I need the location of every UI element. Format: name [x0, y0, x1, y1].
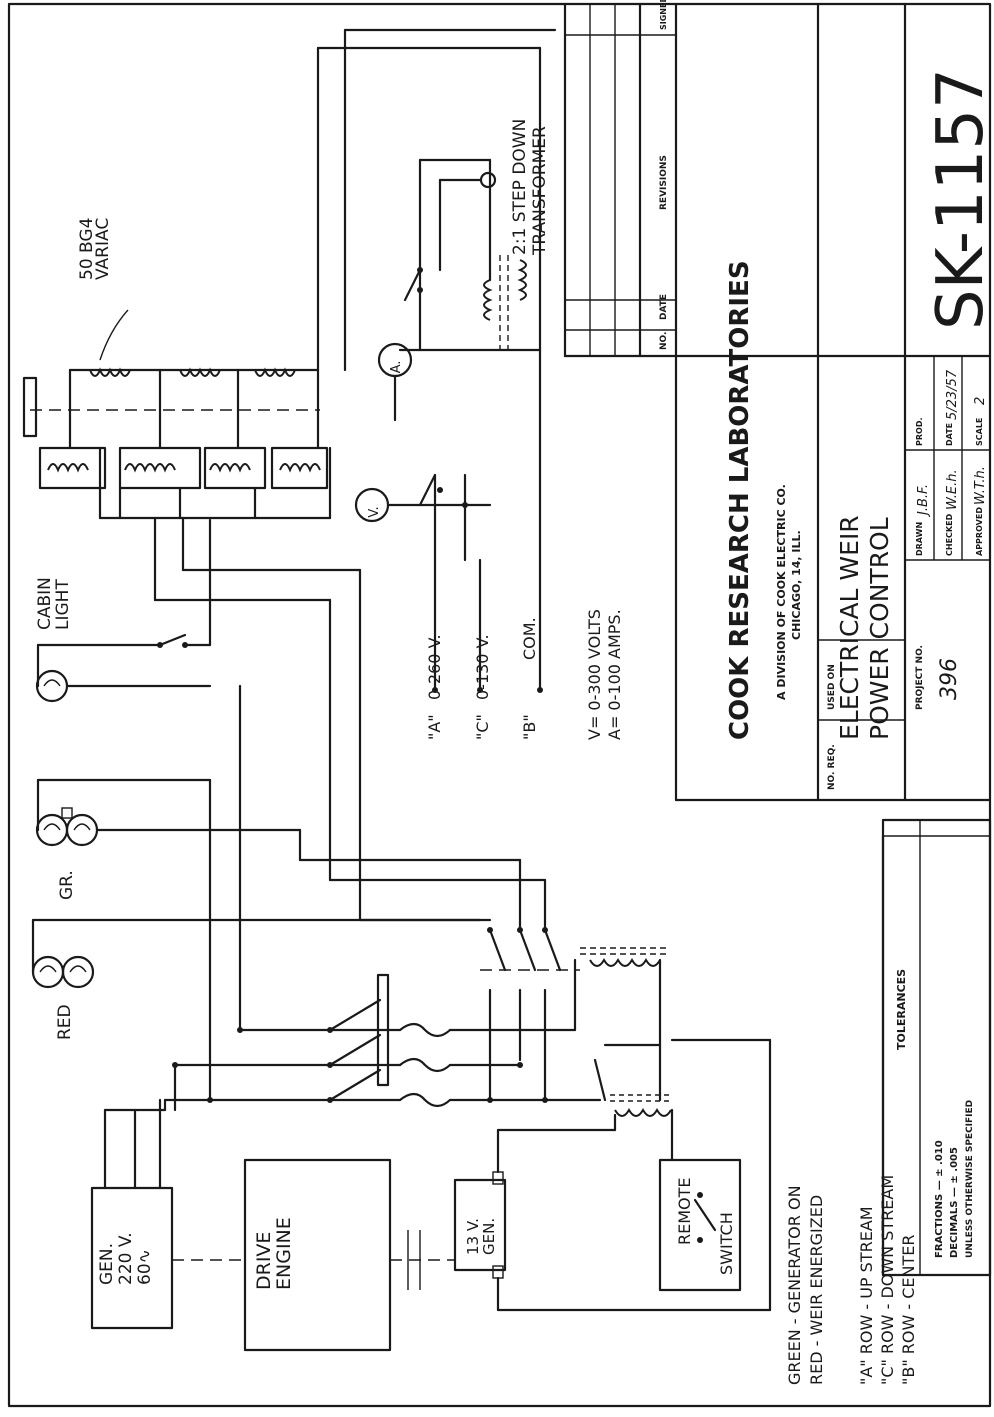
approved-label: APPROVED	[975, 507, 984, 556]
tap-c-key: "C"	[473, 714, 492, 740]
remote-switch-label-2: SWITCH	[717, 1212, 736, 1275]
green-lamp-label: GR.	[57, 870, 77, 900]
rev-col-revisions: REVISIONS	[659, 155, 669, 210]
prod-label: PROD.	[915, 417, 924, 446]
tap-c-value: 0-130 V.	[473, 634, 492, 700]
title-block	[563, 2, 992, 1277]
gen-label-1: GEN.	[97, 1243, 117, 1285]
note-row-b: "B" ROW - CENTER	[899, 1234, 918, 1385]
drawing-number: SK-1157	[924, 68, 994, 330]
checked-label: CHECKED	[945, 513, 954, 556]
schematic-wiring	[22, 28, 772, 1352]
variac-coil-3	[209, 463, 251, 473]
drive-engine-label-2: ENGINE	[273, 1217, 295, 1290]
red-lamp-label: RED	[55, 1004, 75, 1040]
meter-range-amps: A= 0-100 AMPS.	[605, 609, 624, 740]
ammeter-label: A.	[389, 361, 404, 374]
drawn-label: DRAWN	[915, 522, 924, 556]
rev-col-no: NO.	[659, 332, 669, 350]
tap-a-key: "A"	[425, 714, 444, 740]
date-value: 5/23/57	[945, 369, 960, 420]
no-req-label: NO. REQ.	[827, 744, 837, 790]
project-no-value: 396	[937, 658, 962, 700]
project-no-label: PROJECT NO.	[915, 645, 925, 710]
scale-value: 2	[973, 397, 988, 405]
note-row-a: "A" ROW - UP STREAM	[857, 1206, 876, 1385]
tolerances-decimals: DECIMALS — ± .005	[949, 1147, 960, 1258]
scale-label: SCALE	[975, 418, 984, 446]
gen13-label-1: 13 V.	[464, 1218, 482, 1255]
drawn-value: J.B.F.	[916, 484, 931, 518]
rev-col-date: DATE	[659, 294, 669, 320]
company-name-group: COOK RESEARCH LABORATORIES	[725, 260, 755, 740]
cabin-light-label-1: CABIN	[35, 577, 55, 630]
approved-value: W.T.h.	[973, 466, 988, 505]
drawing-border	[7, 2, 992, 1408]
date-label: DATE	[945, 423, 954, 446]
tap-a-value: 0-260 V.	[425, 634, 444, 700]
variac-label-1: 50 BG4	[77, 218, 97, 280]
variac-coil-4	[279, 463, 321, 473]
variac-coil-1	[47, 463, 89, 473]
note-red: RED - WEIR ENERGIZED	[807, 1195, 826, 1385]
gen-label-3: 60∿	[135, 1249, 155, 1285]
tap-b-key: "B"	[520, 714, 539, 740]
drawing-title-line2: POWER CONTROL	[865, 517, 894, 740]
drawing-title-line1: ELECTRICAL WEIR	[835, 515, 864, 740]
tolerances-unless: UNLESS OTHERWISE SPECIFIED	[965, 1100, 975, 1258]
note-green: GREEN - GENERATOR ON	[785, 1185, 804, 1385]
gen13-label-2: GEN.	[480, 1218, 498, 1255]
transformer-label-1: 2:1 STEP DOWN	[510, 119, 530, 255]
transformer-label-2: TRANSFORMER	[530, 126, 550, 256]
cabin-light-label-2: LIGHT	[53, 579, 73, 630]
tolerances-fractions: FRACTIONS — ± .010	[934, 1140, 945, 1258]
remote-switch-label-1: REMOTE	[675, 1177, 694, 1245]
note-row-c: "C" ROW - DOWN STREAM	[878, 1175, 897, 1385]
rev-col-signed: SIGNED	[659, 0, 668, 30]
variac-label-2: VARIAC	[93, 218, 113, 280]
city-text: CHICAGO, 14, ILL.	[790, 530, 803, 640]
used-on-label: USED ON	[827, 664, 837, 710]
tap-b-value: COM.	[520, 617, 539, 660]
tolerances-header: TOLERANCES	[895, 969, 908, 1050]
division-text: A DIVISION OF COOK ELECTRIC CO.	[775, 484, 788, 700]
meter-range-volts: V= 0-300 VOLTS	[585, 609, 604, 740]
checked-value: W.E.h.	[945, 469, 960, 510]
voltmeter-label: V.	[367, 506, 382, 517]
drive-engine-label-1: DRIVE	[253, 1232, 275, 1290]
gen-label-2: 220 V.	[116, 1232, 136, 1285]
variac-coil-2	[124, 463, 176, 473]
company-name: COOK RESEARCH LABORATORIES	[725, 260, 755, 740]
